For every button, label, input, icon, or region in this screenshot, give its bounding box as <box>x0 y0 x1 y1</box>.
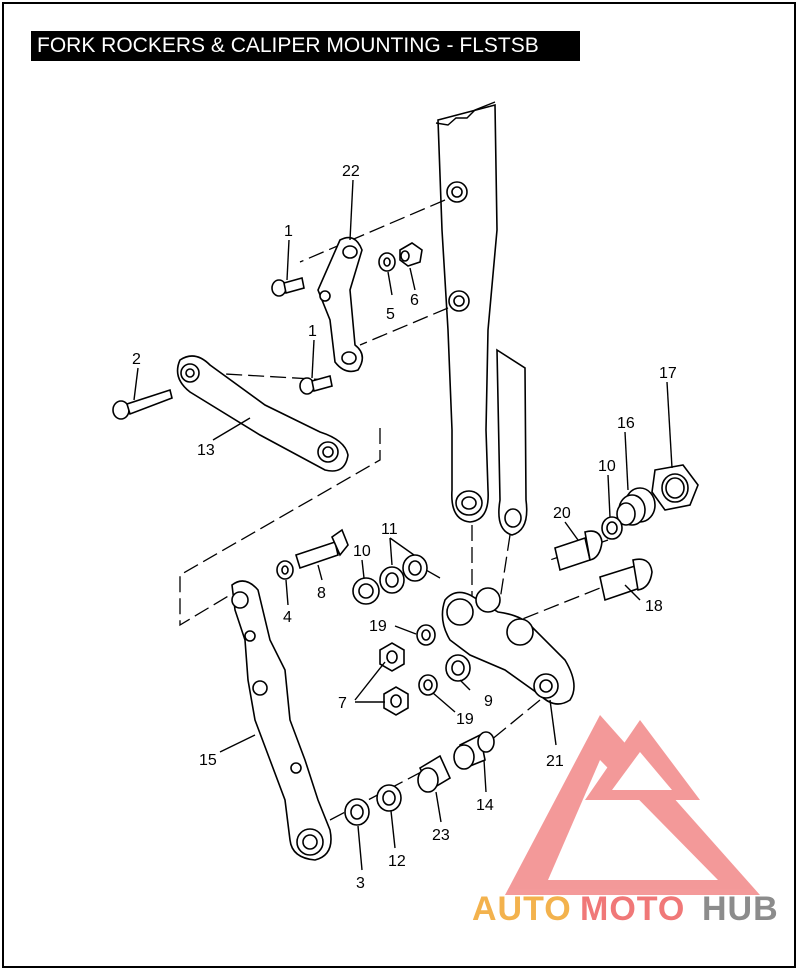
washer-12 <box>376 784 402 812</box>
nut-7-upper <box>379 642 405 672</box>
washer-5 <box>378 252 396 272</box>
callout-3: 3 <box>356 875 365 892</box>
watermark-moto: MOTO <box>580 890 685 928</box>
callout-2: 2 <box>132 351 141 368</box>
bracket-22 <box>317 236 364 373</box>
watermark-hub: HUB <box>702 890 779 928</box>
callout-7: 7 <box>338 695 347 712</box>
callout-15: 15 <box>199 752 217 769</box>
washer-10-left <box>352 577 380 605</box>
washer-3 <box>344 798 370 826</box>
callout-23: 23 <box>432 827 450 844</box>
callout-19-lower: 19 <box>456 711 474 728</box>
washer-19-lower <box>418 674 438 696</box>
callout-17: 17 <box>659 365 677 382</box>
bushing-14 <box>453 731 495 770</box>
screw-1-lower <box>299 374 333 395</box>
fork-rod <box>496 348 528 536</box>
callout-16: 16 <box>617 415 635 432</box>
callout-10-right: 10 <box>598 458 616 475</box>
washer-10-right <box>601 516 623 540</box>
spacer-23 <box>417 754 452 793</box>
bolt-2 <box>112 388 173 420</box>
callout-9: 9 <box>484 693 493 710</box>
callout-1-upper: 1 <box>284 223 293 240</box>
callout-1-lower: 1 <box>308 323 317 340</box>
spring-washer-16 <box>616 487 656 526</box>
watermark-auto: AUTO <box>472 890 572 928</box>
page-title: FORK ROCKERS & CALIPER MOUNTING - FLSTSB <box>31 31 580 61</box>
screw-1-upper <box>271 276 305 297</box>
callout-5: 5 <box>386 306 395 323</box>
fork-slider <box>435 101 498 523</box>
caliper-bracket-21 <box>441 587 575 705</box>
caliper-mount-15 <box>231 580 332 861</box>
callout-21: 21 <box>546 753 564 770</box>
callout-6: 6 <box>410 292 419 309</box>
leader-lines <box>133 179 673 871</box>
washer-4 <box>276 560 294 580</box>
callout-18: 18 <box>645 598 663 615</box>
callout-14: 14 <box>476 797 494 814</box>
callout-12: 12 <box>388 853 406 870</box>
bolt-8 <box>295 528 349 570</box>
nut-6 <box>399 242 423 267</box>
washer-19-upper <box>416 624 436 646</box>
nut-17 <box>651 464 699 511</box>
bolt-20 <box>554 530 603 572</box>
callout-11: 11 <box>381 521 398 538</box>
bolt-18 <box>599 558 653 602</box>
bushing-9 <box>445 654 471 682</box>
callout-20: 20 <box>553 505 571 522</box>
callout-19-upper: 19 <box>369 618 387 635</box>
callout-4: 4 <box>283 609 292 626</box>
callout-22: 22 <box>342 163 360 180</box>
watermark-text: AUTO MOTO HUB <box>472 890 779 928</box>
nut-7-lower <box>383 686 409 716</box>
watermark-logo-icon <box>505 715 760 895</box>
callout-10-left: 10 <box>353 543 371 560</box>
washer-11-b <box>402 554 428 582</box>
callout-13: 13 <box>197 442 215 459</box>
rocker-link-13 <box>176 355 349 472</box>
callout-8: 8 <box>317 585 326 602</box>
washer-11-a <box>379 566 405 594</box>
